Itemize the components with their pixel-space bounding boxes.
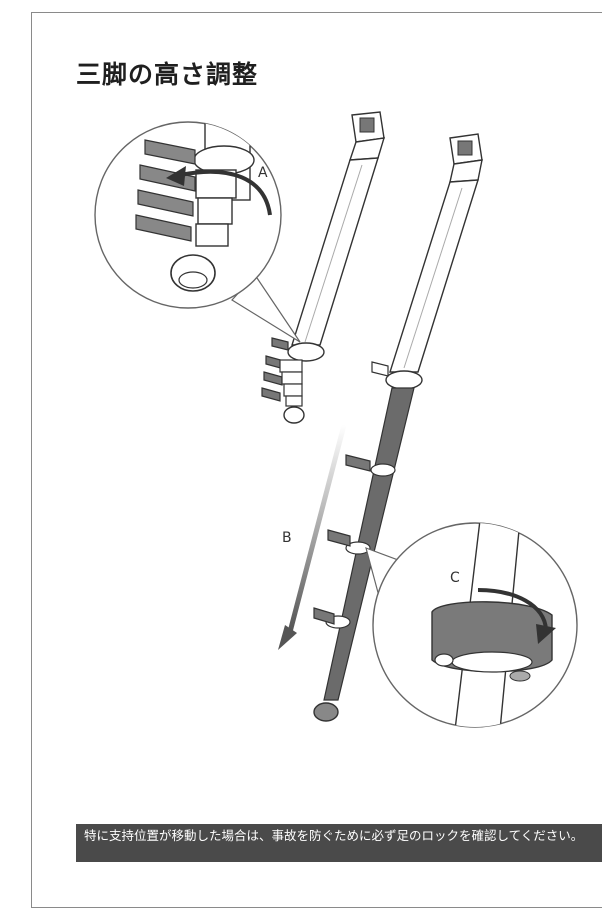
page-frame (31, 12, 602, 908)
right-tripod-leg (313, 133, 483, 722)
label-b: B (282, 530, 292, 546)
safety-notice: 特に支持位置が移動した場合は、事故を防ぐために必ず足のロックを確認してください。 (76, 824, 602, 862)
zoom-circle-a: A (94, 121, 301, 343)
left-tripod-leg (261, 111, 385, 424)
zoom-circle-c: C (365, 522, 578, 728)
label-a: A (258, 165, 268, 181)
label-c: C (450, 570, 460, 586)
extend-arrow-b: B (278, 424, 347, 650)
page-title: 三脚の高さ調整 (76, 60, 259, 89)
